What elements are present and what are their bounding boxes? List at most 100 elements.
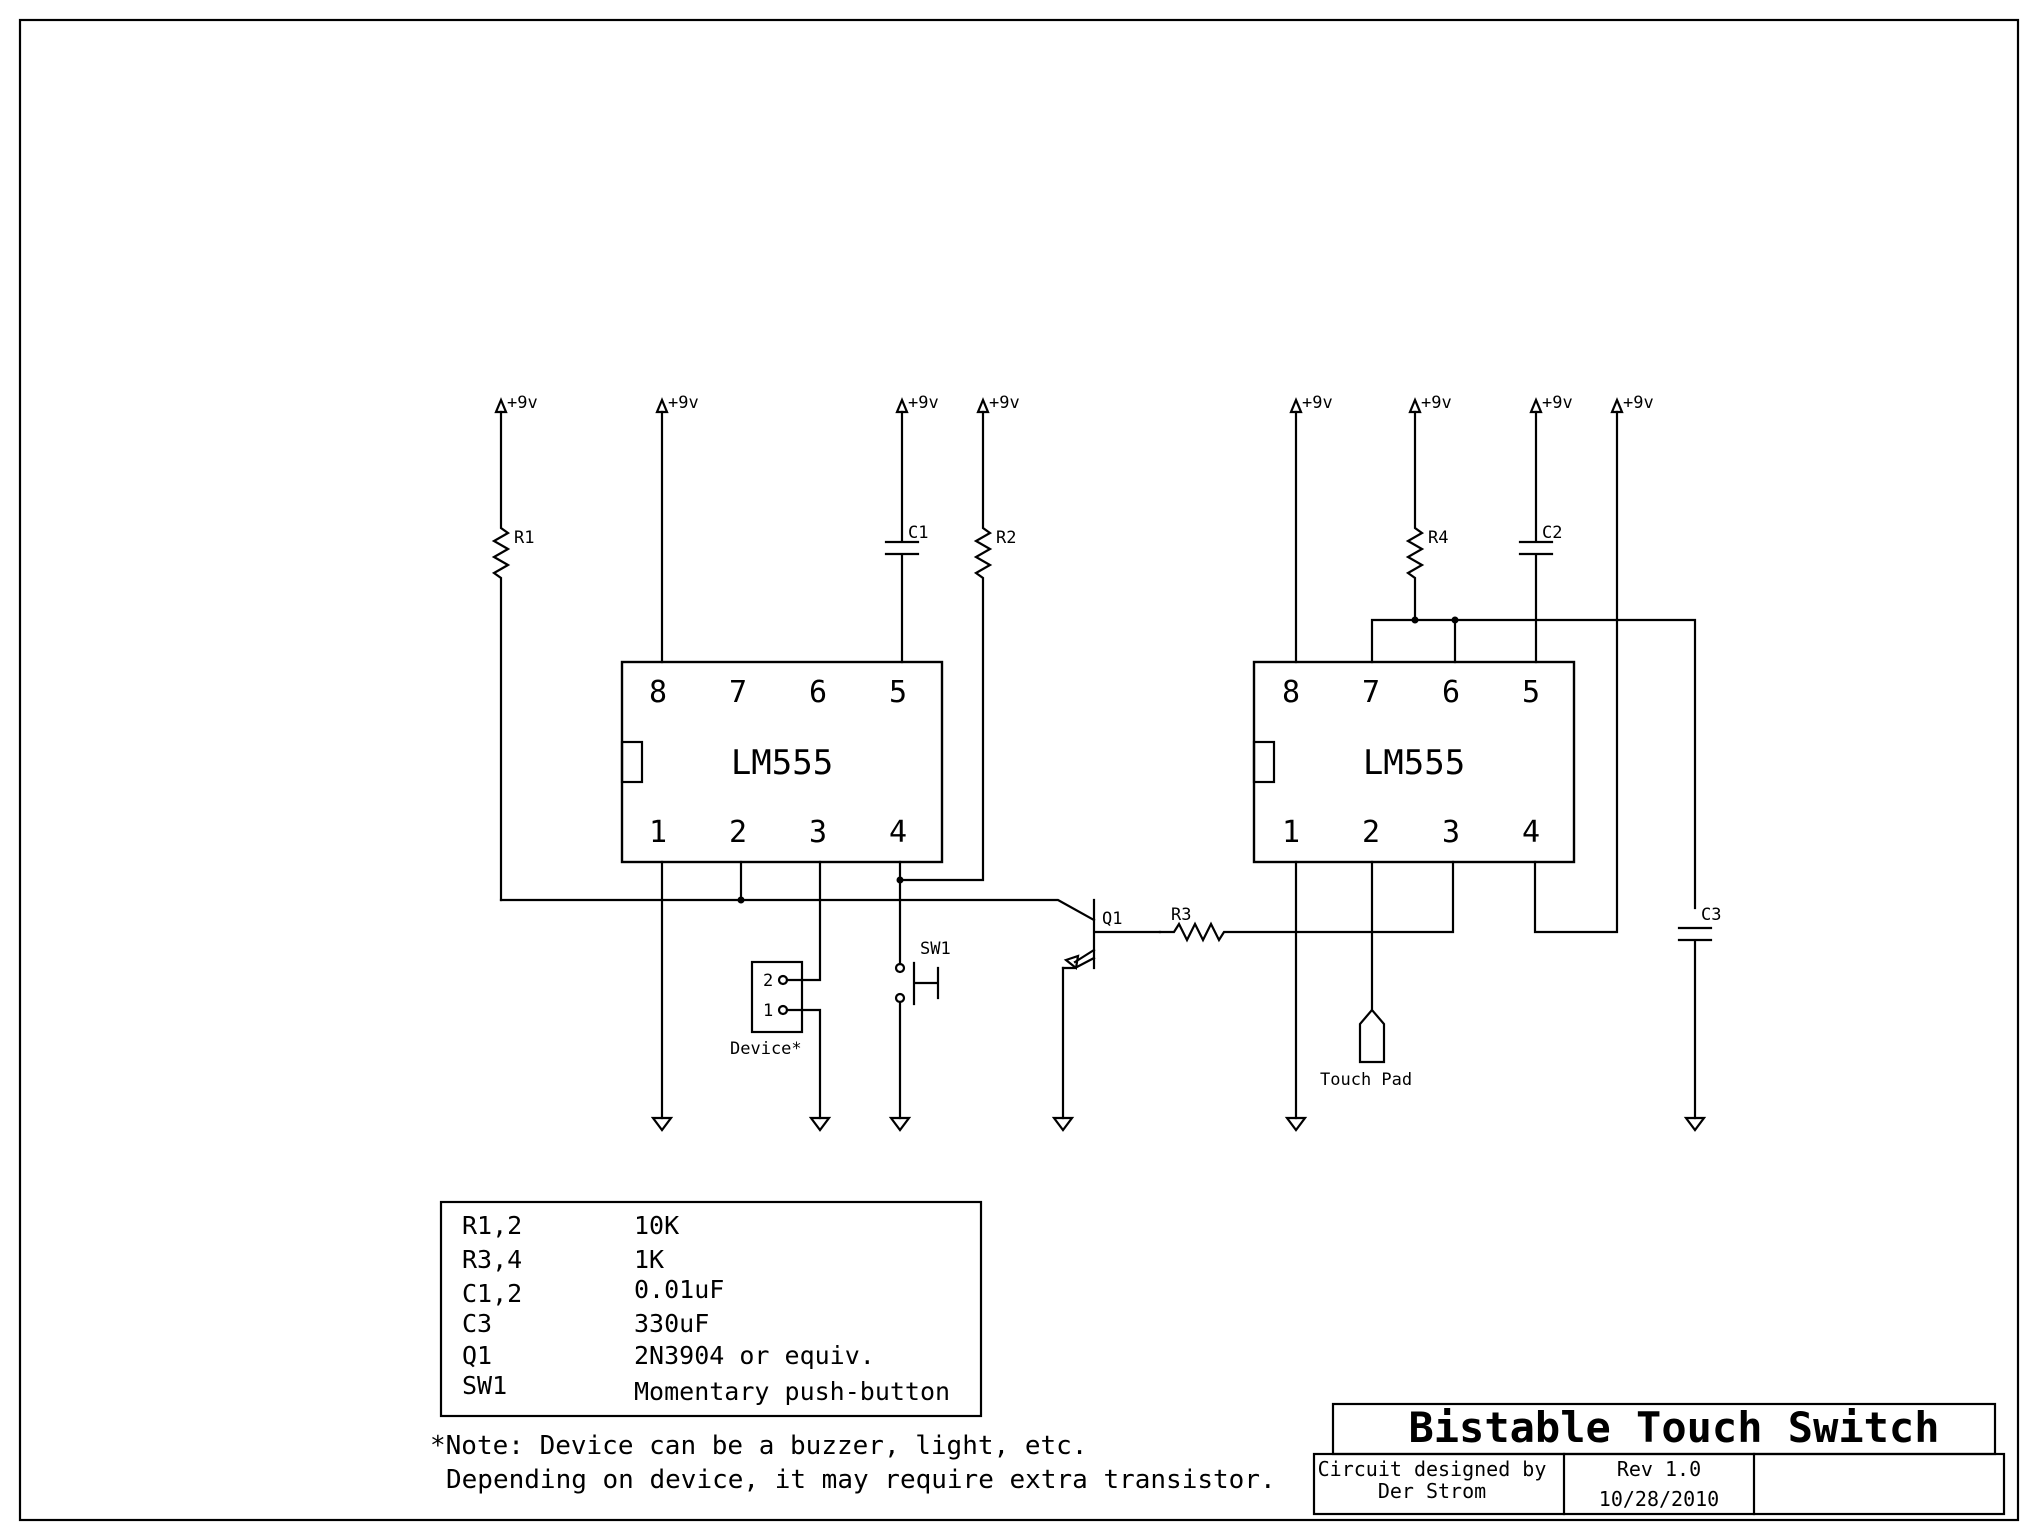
ic-right-body	[1252, 660, 1576, 864]
bom-value: 1K	[634, 1245, 664, 1274]
q1-label: Q1	[1102, 909, 1122, 929]
ground-symbols	[650, 1116, 1707, 1132]
bom-row: C3 330uF	[462, 1309, 709, 1338]
ic-right-pin8: 8	[1282, 675, 1300, 710]
designer-name: Der Strom	[1378, 1479, 1486, 1503]
capacitor-c2: C2	[1518, 410, 1562, 664]
resistor-r1: R1	[491, 410, 534, 902]
ground-icon	[1284, 1116, 1308, 1132]
wire-right-bus	[1370, 618, 1697, 910]
resistor-r3: R3	[1158, 860, 1455, 943]
wire-r1-rail	[499, 898, 1096, 922]
wire-device-gnd	[785, 1008, 822, 1120]
designed-by: Circuit designed by	[1318, 1457, 1547, 1481]
c3-label: C3	[1701, 905, 1721, 925]
ic-left-name: LM555	[731, 743, 833, 783]
ic-left-pin6: 6	[809, 675, 827, 710]
r4-label: R4	[1428, 528, 1448, 548]
c1-label: C1	[908, 523, 928, 543]
bom-ref: R1,2	[462, 1211, 522, 1240]
supply-pin8-right: +9v	[1289, 393, 1333, 414]
bom-row: SW1 Momentary push-button	[462, 1371, 950, 1406]
ic-right-pin4: 4	[1522, 815, 1540, 850]
note-line2: Depending on device, it may require extr…	[446, 1465, 1276, 1495]
ic-left-pin7: 7	[729, 675, 747, 710]
bom-ref: R3,4	[462, 1245, 522, 1274]
ic-right-pin1: 1	[1282, 815, 1300, 850]
supply-label: +9v	[989, 393, 1020, 413]
supply-label: +9v	[1542, 393, 1573, 413]
device-pin1-label: 1	[763, 1001, 773, 1021]
touch-pad-label: Touch Pad	[1320, 1070, 1412, 1090]
resistor-r4: R4	[1405, 410, 1448, 622]
bom-row: Q1 2N3904 or equiv.	[462, 1341, 875, 1370]
bom-ref: C1,2	[462, 1279, 522, 1308]
ground-icon	[888, 1116, 912, 1132]
junction-pin6	[1451, 616, 1459, 624]
bom-value: 10K	[634, 1211, 679, 1240]
ic-left-notch	[620, 740, 644, 784]
ic-right-pin6: 6	[1442, 675, 1460, 710]
device-pin2-label: 2	[763, 971, 773, 991]
capacitor-c3: C3	[1677, 905, 1721, 1120]
r2-label: R2	[996, 528, 1016, 548]
supply-label: +9v	[507, 393, 538, 413]
supply-c1: +9v	[895, 393, 939, 414]
bom-value: 2N3904 or equiv.	[634, 1341, 875, 1370]
revision: Rev 1.0	[1617, 1457, 1701, 1481]
bom-value: 0.01uF	[634, 1275, 724, 1304]
transistor-q1: Q1	[1061, 898, 1162, 1120]
c2-label: C2	[1542, 523, 1562, 543]
bom-value: 330uF	[634, 1309, 709, 1338]
ic-right-notch	[1252, 740, 1276, 784]
ic-left-lm555: LM555 8 7 6 5 1 2 3 4	[620, 660, 944, 864]
r3-label: R3	[1171, 905, 1191, 925]
sw1-label: SW1	[920, 939, 951, 959]
date: 10/28/2010	[1599, 1487, 1719, 1511]
junction-pin4	[896, 876, 904, 884]
ic-right-name: LM555	[1363, 743, 1465, 783]
device-connector: 2 1 Device*	[730, 960, 804, 1059]
ic-left-pin4: 4	[889, 815, 907, 850]
switch-sw1[interactable]: SW1	[894, 939, 951, 1006]
supply-r2: +9v	[976, 393, 1020, 414]
wire-left-pin3	[785, 860, 822, 982]
note-line1: *Note: Device can be a buzzer, light, et…	[430, 1431, 1087, 1461]
bom-ref: Q1	[462, 1341, 492, 1370]
ground-icon	[808, 1116, 832, 1132]
ic-left-pin1: 1	[649, 815, 667, 850]
bom-table: R1,2 10K R3,4 1K C1,2 0.01uF C3 330uF Q1…	[439, 1200, 983, 1418]
ic-right-pin5: 5	[1522, 675, 1540, 710]
supply-label: +9v	[668, 393, 699, 413]
supply-label: +9v	[1421, 393, 1452, 413]
resistor-r2: R2	[898, 410, 1016, 882]
junction-r4	[1411, 616, 1419, 624]
capacitor-c1: C1	[884, 410, 928, 664]
supply-r1: +9v	[494, 393, 538, 414]
ic-right-pin2: 2	[1362, 815, 1380, 850]
ic-left-pin5: 5	[889, 675, 907, 710]
bom-ref: C3	[462, 1309, 492, 1338]
touch-pad[interactable]: Touch Pad	[1320, 860, 1412, 1090]
supply-label: +9v	[1623, 393, 1654, 413]
title-block-title: Bistable Touch Switch	[1408, 1403, 1939, 1452]
junction-pin2	[737, 896, 745, 904]
ic-left-body	[620, 660, 944, 864]
ic-right-lm555: LM555 8 7 6 5 1 2 3 4	[1252, 660, 1576, 864]
supply-pin8-left: +9v	[655, 393, 699, 414]
supply-r4: +9v	[1408, 393, 1452, 414]
ic-left-pin3: 3	[809, 815, 827, 850]
ground-icon	[650, 1116, 674, 1132]
supply-symbols: +9v +9v +9v +9v +9v +9v +9v +9v	[494, 393, 1654, 414]
sheet-border	[18, 18, 2020, 1522]
ic-left-pin8: 8	[649, 675, 667, 710]
ic-right-pin7: 7	[1362, 675, 1380, 710]
wire-right-pin4	[1533, 410, 1619, 934]
bom-value: Momentary push-button	[634, 1377, 950, 1406]
r1-label: R1	[514, 528, 534, 548]
ground-icon	[1683, 1116, 1707, 1132]
ic-right-pin3: 3	[1442, 815, 1460, 850]
ground-icon	[1051, 1116, 1075, 1132]
supply-pin4-right: +9v	[1610, 393, 1654, 414]
